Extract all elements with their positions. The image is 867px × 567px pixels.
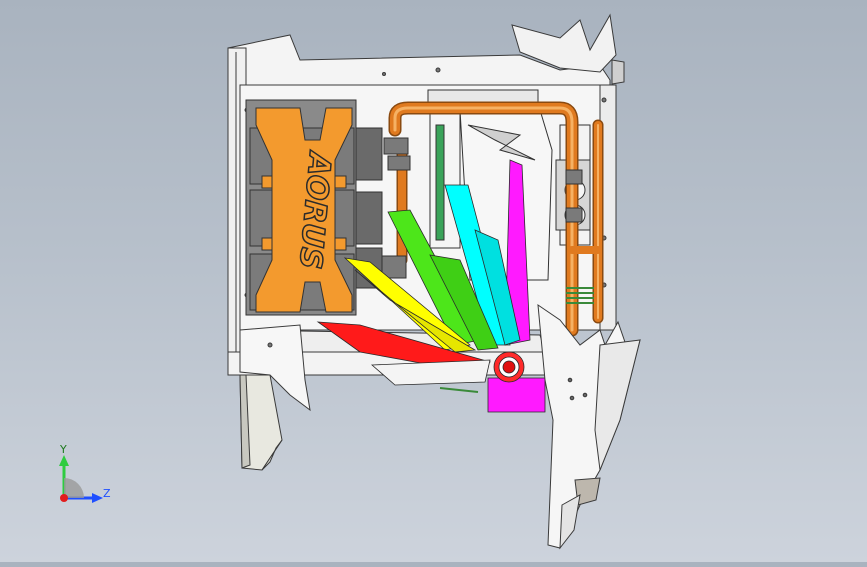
triad-plane bbox=[64, 478, 84, 498]
coordinate-triad[interactable]: Y Z bbox=[59, 443, 111, 503]
front-blade-leg bbox=[537, 303, 641, 550]
z-axis-arrowhead bbox=[92, 493, 103, 503]
z-axis-label: Z bbox=[103, 487, 111, 500]
y-axis-arrowhead bbox=[59, 455, 69, 466]
rgb-wing-panels bbox=[316, 159, 546, 413]
tube-fittings bbox=[381, 137, 583, 279]
x-axis-dot bbox=[60, 494, 68, 502]
y-axis-label: Y bbox=[59, 443, 67, 456]
coolant-tubing bbox=[388, 101, 604, 337]
green-cables bbox=[439, 287, 594, 393]
radiator-fan-assembly: AORUS bbox=[245, 99, 383, 316]
